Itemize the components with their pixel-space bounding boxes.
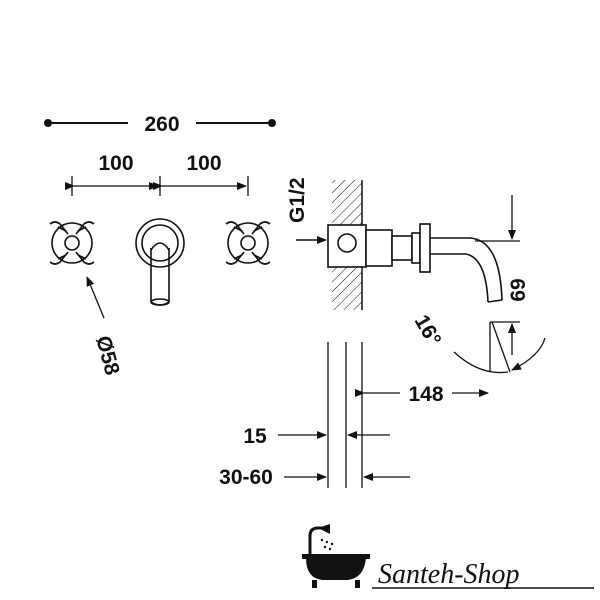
- dim-spacing-left: 100: [98, 152, 133, 175]
- bathtub-shower-icon: [302, 524, 370, 588]
- dimension-148: 148: [355, 383, 489, 406]
- left-cross-handle: [49, 221, 95, 265]
- dimension-diameter: Ø58: [86, 276, 124, 378]
- dim-thread: G1/2: [286, 177, 309, 223]
- dim-spout-projection: 148: [408, 383, 443, 406]
- dim-wall-min: 15: [243, 425, 267, 448]
- dim-spacing-right: 100: [186, 152, 221, 175]
- dimension-260: 260: [44, 113, 276, 136]
- dim-handle-diameter: Ø58: [91, 333, 124, 378]
- dimension-30-60: 30-60: [219, 466, 410, 489]
- thread-label: G1/2: [286, 177, 327, 244]
- dimension-angle: 16°: [410, 311, 546, 374]
- right-cross-handle: [225, 221, 271, 265]
- spout-front-view: [135, 218, 185, 306]
- dim-spout-height: 69: [507, 278, 530, 301]
- dimension-69: 69: [475, 195, 530, 355]
- wall-reference-lines: [327, 342, 363, 488]
- dim-spout-angle: 16°: [410, 311, 446, 350]
- dim-wall-range: 30-60: [219, 466, 273, 489]
- mixer-body-side: [327, 223, 431, 273]
- dimension-100-100: 100 100: [65, 152, 249, 196]
- dim-overall-width: 260: [144, 113, 179, 136]
- spout-side-view: [430, 237, 503, 303]
- dimension-15: 15: [243, 425, 390, 448]
- brand-logo-text: Santeh-Shop: [378, 559, 520, 590]
